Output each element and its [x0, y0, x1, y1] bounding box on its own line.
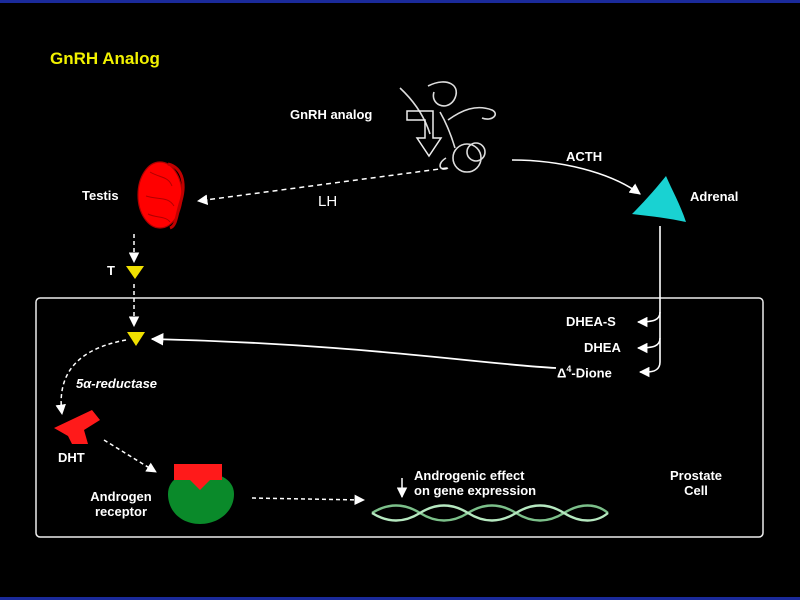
testosterone-marker: [126, 266, 144, 279]
dhea-s-label: DHEA-S: [566, 314, 616, 329]
testis-label: Testis: [82, 188, 119, 203]
dione-to-t-arrow: [150, 332, 557, 369]
bottom-border: [0, 597, 800, 600]
androgenic-effect-label: Androgenic effect on gene expression: [414, 468, 537, 499]
lh-arrow: [196, 167, 448, 205]
prostate-cell-label: Prostate Cell: [660, 468, 732, 499]
adrenal-icon: [632, 176, 686, 222]
gnrh-injection-arrow: [406, 110, 443, 158]
reductase-arrow: [55, 339, 127, 416]
dhea-arrow: [636, 337, 661, 354]
dhea-label: DHEA: [584, 340, 621, 355]
lh-label: LH: [318, 193, 338, 210]
delta-symbol: Δ: [557, 365, 567, 381]
androgenic-effect-line2: on gene expression: [414, 482, 537, 498]
acth-arrow: [511, 159, 641, 195]
dht-to-receptor-arrow: [103, 439, 157, 473]
dione-text: -Dione: [571, 365, 612, 381]
t-label: T: [107, 263, 115, 278]
receptor-to-dna-arrow: [251, 494, 366, 506]
five-alpha-reductase-label: 5α-reductase: [76, 376, 158, 391]
dht-label: DHT: [58, 450, 85, 465]
pituitary-icon: [399, 81, 497, 173]
dione-superscript: 4: [566, 364, 572, 374]
adrenal-output-line: [645, 226, 661, 373]
slide-title: GnRH Analog: [50, 49, 160, 68]
androgen-receptor-icon: [168, 464, 234, 524]
dione-label: Δ4-Dione: [557, 364, 612, 381]
prostate-cell-line1: Prostate: [669, 468, 723, 483]
prostate-cell-boundary: [35, 297, 764, 538]
dna-helix-icon: [371, 504, 609, 522]
acth-label: ACTH: [566, 149, 603, 164]
androgen-receptor-line1: Androgen: [90, 489, 152, 504]
adrenal-label: Adrenal: [690, 189, 739, 204]
dhea-s-arrow: [636, 311, 661, 328]
top-border: [0, 0, 800, 3]
androgenic-effect-line1: Androgenic effect: [414, 468, 525, 483]
testis-icon: [137, 161, 185, 230]
gnrh-analog-label: GnRH analog: [290, 107, 373, 122]
androgen-receptor-line2: receptor: [94, 503, 148, 519]
dht-icon: [54, 410, 100, 444]
androgen-receptor-label: Androgen receptor: [76, 489, 166, 520]
intracellular-t-marker: [127, 332, 145, 346]
prostate-cell-line2: Cell: [684, 482, 708, 498]
